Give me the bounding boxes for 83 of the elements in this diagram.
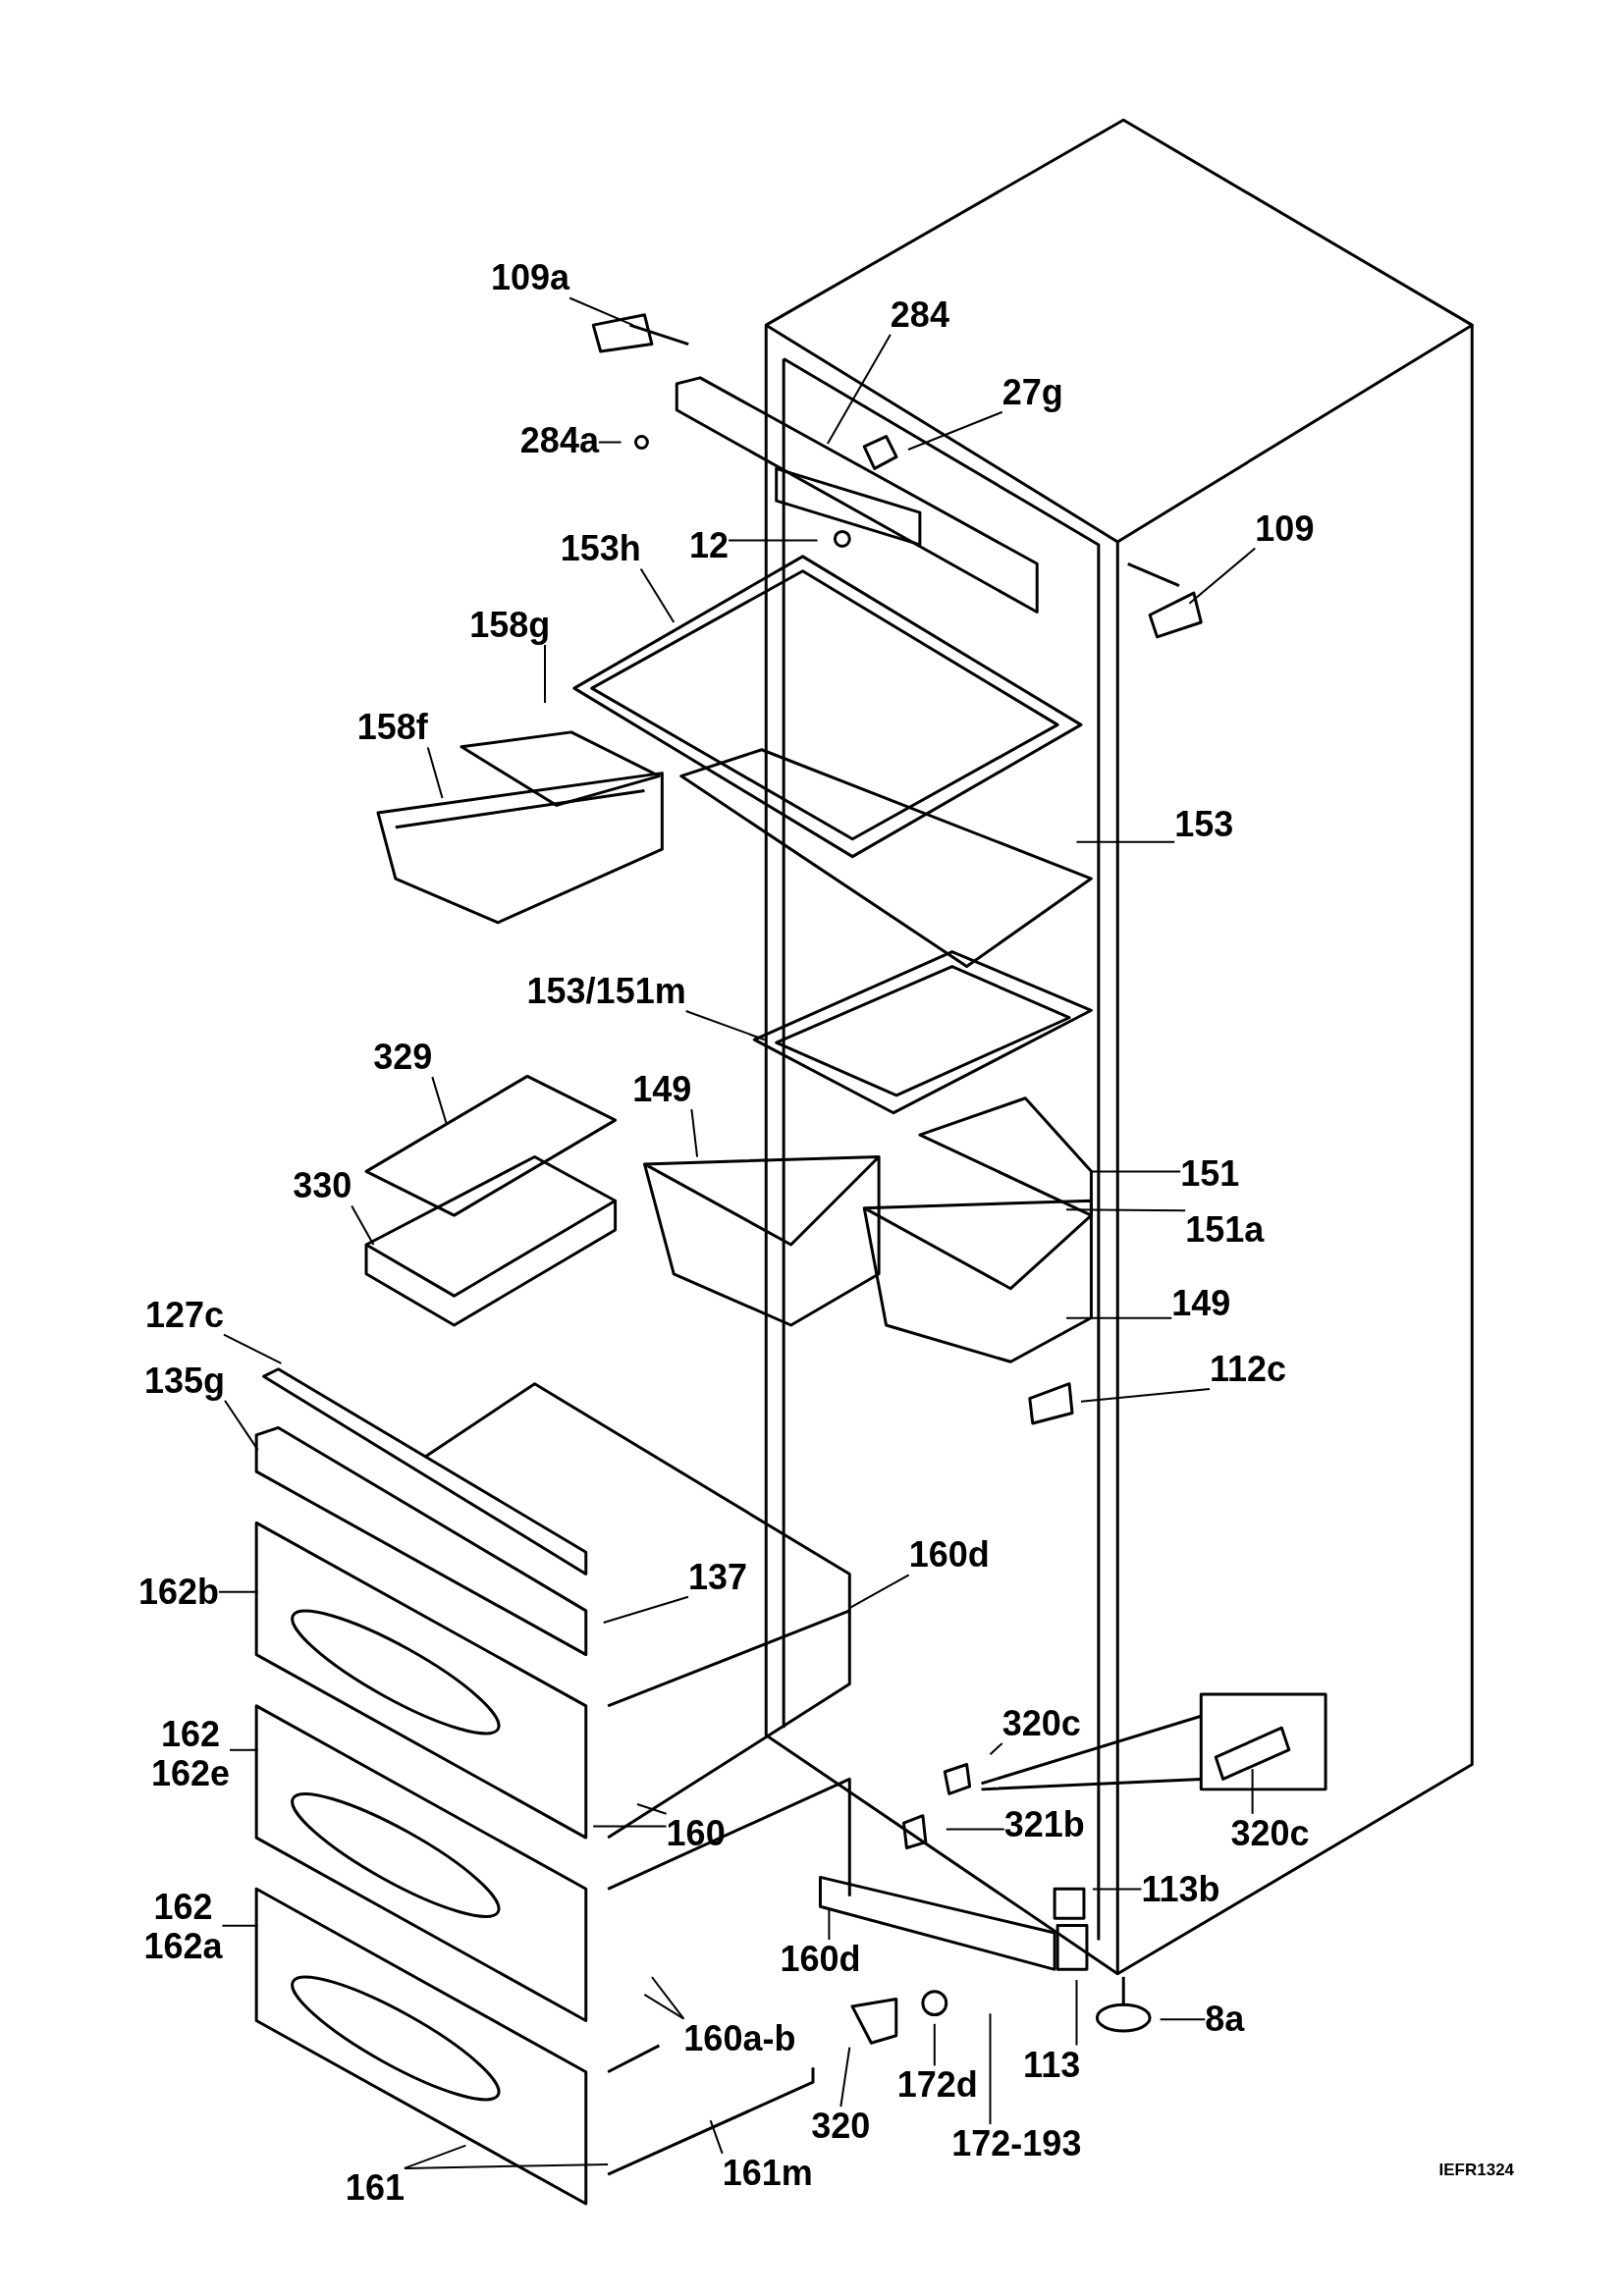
leader-line <box>223 1333 283 1364</box>
leader-line <box>989 1741 1003 1756</box>
leader-line <box>639 567 676 623</box>
leader-line <box>1090 1170 1182 1173</box>
leader-line <box>1075 1979 1078 2047</box>
leader-line <box>728 539 819 542</box>
leader-line <box>597 441 622 444</box>
leader-line <box>945 1828 1005 1831</box>
callout-number: 330 <box>293 1166 352 1206</box>
leader-line <box>636 1803 668 1815</box>
leader-line <box>650 1976 685 2020</box>
callout-number: 160a-b <box>683 2018 796 2058</box>
callout-number: 153 <box>1174 804 1234 844</box>
callout-number: 284a <box>519 421 599 461</box>
callout-number: 172-193 <box>951 2124 1082 2164</box>
leader-line <box>933 2022 936 2067</box>
leader-line <box>602 1595 689 1624</box>
leader-line <box>839 2046 851 2109</box>
leader-line <box>1065 1208 1187 1212</box>
leader-line <box>709 2119 724 2155</box>
callout-number: 160d <box>908 1535 990 1575</box>
leader-line <box>684 1010 766 1041</box>
callout-number: 329 <box>373 1038 433 1078</box>
callout-number: 162e <box>150 1754 230 1794</box>
callout-number: 153/151m <box>526 972 686 1011</box>
leader-line <box>907 410 1003 451</box>
callout-number: 113b <box>1141 1869 1220 1909</box>
callout-number: 27g <box>1001 372 1063 412</box>
leader-line <box>568 296 634 327</box>
leader-line <box>826 333 892 445</box>
drawing-code: IEFR1324 <box>1438 2160 1515 2180</box>
leader-line <box>426 746 444 800</box>
leader-line <box>1159 2018 1207 2021</box>
leader-line <box>224 1399 259 1451</box>
callout-number: 137 <box>688 1557 748 1597</box>
callout-number: 12 <box>689 526 730 566</box>
callout-number: 161 <box>345 2167 405 2208</box>
leader-line <box>592 1825 668 1828</box>
callout-number: 153h <box>560 529 641 569</box>
callout-number: 135g <box>143 1361 225 1401</box>
leader-line <box>403 2163 610 2169</box>
leader-line <box>1091 1888 1143 1891</box>
callout-number: 172d <box>896 2065 978 2106</box>
callout-number: 158g <box>469 606 551 646</box>
callout-number: 320c <box>1001 1703 1081 1743</box>
leader-line <box>1188 547 1257 605</box>
callout-number: 112c <box>1210 1349 1287 1389</box>
callout-number: 8a <box>1205 2000 1245 2040</box>
callout-number: 160d <box>780 1940 861 1980</box>
callout-number: 151 <box>1180 1154 1240 1195</box>
callout-number: 320c <box>1230 1813 1310 1853</box>
leader-line <box>221 1924 259 1927</box>
callout-number: 161m <box>722 2153 813 2193</box>
leader-line <box>351 1204 375 1247</box>
callout-number: 321b <box>1003 1804 1085 1844</box>
callout-number: 162a <box>143 1927 223 1967</box>
leader-line <box>218 1590 259 1593</box>
callout-number: 151a <box>1185 1210 1265 1251</box>
leader-line <box>403 2144 467 2169</box>
leader-line <box>1075 840 1176 843</box>
callout-number: 127c <box>144 1295 224 1335</box>
callout-number: 149 <box>1171 1283 1231 1323</box>
leader-line <box>1065 1316 1173 1319</box>
callout-number: 158f <box>356 708 428 748</box>
callout-number: 162 <box>159 1715 221 1755</box>
callout-number: 160 <box>666 1813 726 1853</box>
callout-number: 109 <box>1255 508 1315 549</box>
callout-number: 113 <box>1023 2045 1081 2085</box>
leader-line <box>989 2012 992 2126</box>
callout-number: 320 <box>811 2107 871 2147</box>
callout-number: 284 <box>890 294 949 335</box>
leader-line <box>229 1748 259 1751</box>
leader-line <box>1080 1387 1211 1403</box>
callout-number: 109a <box>491 258 570 298</box>
leader-line <box>1251 1768 1254 1815</box>
leader-line <box>690 1108 699 1158</box>
leader-line <box>643 1993 685 2020</box>
callout-number: 162 <box>152 1888 214 1928</box>
leader-line <box>544 644 546 705</box>
leader-line <box>431 1076 448 1126</box>
callout-number: 149 <box>632 1069 692 1109</box>
leader-line <box>848 1574 910 1610</box>
callout-number: 162b <box>137 1572 220 1612</box>
